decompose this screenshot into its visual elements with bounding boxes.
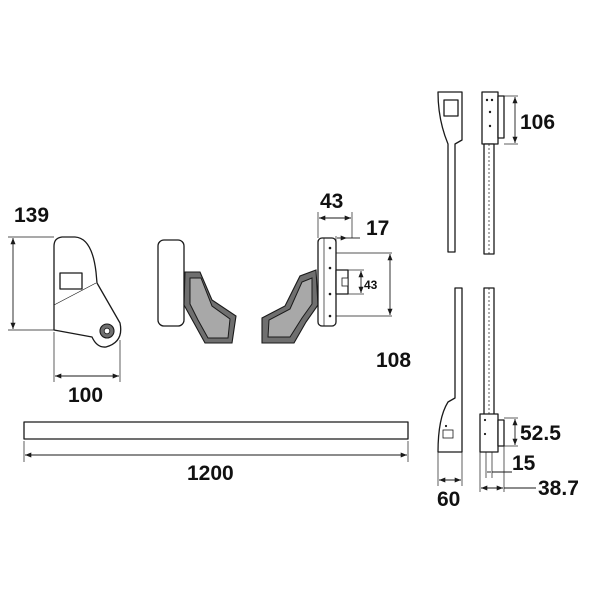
dimension-latch-height: 108 xyxy=(336,252,411,372)
dimension-top-rod-height: 106 xyxy=(504,95,555,145)
end-housing-side-view xyxy=(157,239,237,344)
dimension-housing-height: 139 xyxy=(8,204,54,331)
dimension-label-52-5: 52.5 xyxy=(520,422,561,445)
dimension-label-100: 100 xyxy=(68,384,103,407)
dimension-label-106: 106 xyxy=(520,111,555,134)
dimension-label-38-7: 38.7 xyxy=(538,477,579,500)
bottom-rod-assembly xyxy=(437,287,505,453)
dimension-label-43: 43 xyxy=(320,190,343,213)
dimension-bottom-rod-widths: 15 38.7 xyxy=(479,446,579,500)
dimension-bottom-rod-height: 52.5 xyxy=(504,417,561,447)
dimension-label-17: 17 xyxy=(366,217,389,240)
dimension-label-139: 139 xyxy=(14,204,49,227)
dimension-label-60: 60 xyxy=(437,488,460,511)
dimension-label-1200: 1200 xyxy=(187,462,234,485)
latch-unit xyxy=(261,237,349,344)
dimension-latch-inner: 43 xyxy=(348,269,378,295)
dimension-bar-length: 1200 xyxy=(23,441,409,485)
dimension-label-15: 15 xyxy=(512,452,536,475)
dimension-latch-offset: 17 xyxy=(335,217,389,244)
dimension-rod-width: 60 xyxy=(437,452,463,511)
housing-window xyxy=(59,272,83,290)
dimension-label-108: 108 xyxy=(376,349,411,372)
dimension-latch-depth: 43 xyxy=(317,190,353,238)
end-housing-front-view xyxy=(53,236,122,348)
dimension-label-inner-43: 43 xyxy=(364,278,378,292)
dimension-housing-width: 100 xyxy=(53,332,121,407)
push-bar xyxy=(23,421,409,440)
top-rod-assembly xyxy=(437,91,505,255)
